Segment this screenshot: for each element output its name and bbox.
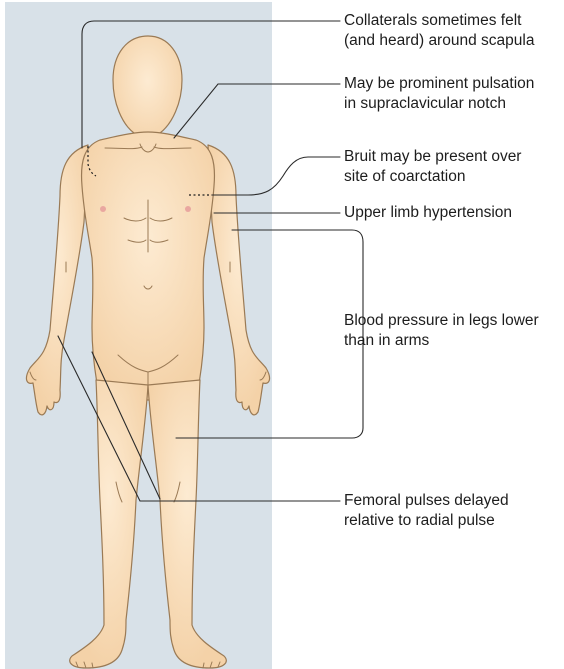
- annotation-blood-pressure: Blood pressure in legs lower than in arm…: [344, 311, 539, 350]
- annotation-bruit-line-2: site of coarctation: [344, 167, 521, 187]
- annotation-upper-limb: Upper limb hypertension: [344, 203, 512, 223]
- annotation-supraclavicular-line-2: in supraclavicular notch: [344, 94, 534, 114]
- annotation-femoral-line-1: Femoral pulses delayed: [344, 491, 509, 511]
- annotation-femoral: Femoral pulses delayed relative to radia…: [344, 491, 509, 530]
- annotation-upper-limb-line-1: Upper limb hypertension: [344, 203, 512, 223]
- annotation-blood-pressure-line-2: than in arms: [344, 331, 539, 351]
- annotation-supraclavicular: May be prominent pulsation in supraclavi…: [344, 74, 534, 113]
- annotation-collaterals: Collaterals sometimes felt (and heard) a…: [344, 11, 534, 50]
- annotation-collaterals-line-1: Collaterals sometimes felt: [344, 11, 534, 31]
- annotation-femoral-line-2: relative to radial pulse: [344, 511, 509, 531]
- annotation-bruit: Bruit may be present over site of coarct…: [344, 147, 521, 186]
- annotation-collaterals-line-2: (and heard) around scapula: [344, 31, 534, 51]
- annotation-supraclavicular-line-1: May be prominent pulsation: [344, 74, 534, 94]
- annotation-bruit-line-1: Bruit may be present over: [344, 147, 521, 167]
- annotation-blood-pressure-line-1: Blood pressure in legs lower: [344, 311, 539, 331]
